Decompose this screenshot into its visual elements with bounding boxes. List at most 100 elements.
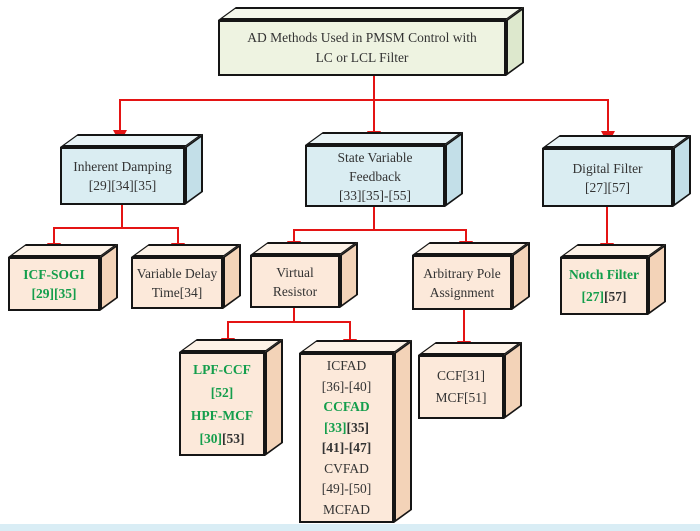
box-front-face: CCF[31] MCF[51] bbox=[418, 355, 504, 419]
ref-black: [35] bbox=[346, 419, 370, 435]
node-label: CCF[31] bbox=[436, 368, 485, 383]
node-label: LPF-CCF bbox=[193, 362, 251, 377]
connector-drop-lpf bbox=[227, 321, 229, 339]
node-refs: [52] bbox=[210, 385, 234, 400]
node-root: AD Methods Used in PMSM Control with LC … bbox=[218, 6, 524, 77]
bottom-border-strip bbox=[0, 524, 700, 531]
connector-drop-fad bbox=[349, 321, 351, 340]
connector-virtual-stem bbox=[293, 308, 295, 322]
box-side-face bbox=[185, 133, 203, 205]
connector-virtual-bus bbox=[227, 321, 351, 323]
box-side-face bbox=[504, 341, 522, 419]
node-label: MCFAD bbox=[322, 501, 370, 517]
node-label: Assignment bbox=[429, 284, 495, 300]
box-front-face: AD Methods Used in PMSM Control with LC … bbox=[218, 20, 506, 76]
node-refs: [33][35]-[55] bbox=[339, 187, 411, 203]
node-refs: [29][34][35] bbox=[88, 178, 157, 193]
ref-green: [30] bbox=[199, 431, 223, 446]
box-top-face bbox=[218, 7, 524, 20]
ref-black: [57] bbox=[604, 289, 627, 304]
node-label: CCFAD bbox=[323, 399, 370, 414]
node-root-label-line2: LC or LCL Filter bbox=[315, 50, 409, 65]
connector-drop-delay bbox=[177, 227, 179, 244]
node-label: ICFAD bbox=[326, 358, 367, 373]
box-front-face: ICF-SOGI [29][35] bbox=[8, 257, 100, 311]
node-variable-delay-time: Variable Delay Time[34] bbox=[131, 243, 241, 309]
node-refs: [49]-[50] bbox=[321, 481, 372, 496]
node-label: Digital Filter bbox=[572, 160, 643, 176]
box-front-face: Inherent Damping [29][34][35] bbox=[60, 147, 185, 205]
node-refs: Time[34] bbox=[151, 285, 203, 300]
connector-inherent-stem bbox=[121, 205, 123, 228]
node-ccf-mcf: CCF[31] MCF[51] bbox=[418, 341, 522, 419]
node-label: Inherent Damping bbox=[73, 159, 172, 174]
box-side-face bbox=[648, 243, 666, 315]
box-side-face bbox=[100, 243, 118, 311]
connector-drop-inherent bbox=[119, 99, 121, 131]
node-label: HPF-MCF bbox=[190, 408, 254, 423]
node-refs: [30][53] bbox=[200, 427, 245, 450]
connector-drop-digital bbox=[607, 99, 609, 132]
node-fad-methods: ICFAD [36]-[40] CCFAD [33][35] [41]-[47]… bbox=[299, 339, 412, 523]
connector-level2-bus bbox=[119, 99, 609, 101]
node-refs: [41]-[47] bbox=[321, 440, 372, 455]
node-state-variable-feedback: State Variable Feedback [33][35]-[55] bbox=[305, 131, 463, 207]
connector-statevar-bus bbox=[293, 229, 467, 231]
node-refs: [36]-[40] bbox=[321, 378, 372, 394]
node-icf-sogi: ICF-SOGI [29][35] bbox=[8, 243, 118, 311]
node-arbitrary-pole-assignment: Arbitrary Pole Assignment bbox=[412, 241, 530, 310]
box-side-face bbox=[394, 339, 412, 523]
node-inherent-damping: Inherent Damping [29][34][35] bbox=[60, 133, 203, 205]
connector-pole-stem bbox=[463, 310, 465, 342]
node-refs: [27][57] bbox=[582, 286, 627, 308]
connector-drop-sogi bbox=[53, 227, 55, 244]
box-side-face bbox=[445, 131, 463, 207]
box-front-face: LPF-CCF [52] HPF-MCF [30][53] bbox=[179, 352, 265, 456]
box-front-face: Digital Filter [27][57] bbox=[542, 148, 673, 207]
box-side-face bbox=[512, 241, 530, 310]
node-digital-filter: Digital Filter [27][57] bbox=[542, 134, 691, 207]
ref-green: [27] bbox=[581, 289, 605, 304]
node-label: ICF-SOGI bbox=[23, 267, 85, 282]
node-label: CVFAD bbox=[324, 460, 369, 476]
node-label: Virtual bbox=[276, 264, 314, 280]
node-virtual-resistor: Virtual Resistor bbox=[250, 241, 358, 308]
node-label: Variable Delay bbox=[136, 266, 218, 281]
node-label: Notch Filter bbox=[568, 267, 640, 282]
box-front-face: Virtual Resistor bbox=[250, 255, 340, 308]
box-top-face bbox=[60, 134, 203, 147]
connector-inherent-bus bbox=[53, 227, 179, 229]
node-refs: [27][57] bbox=[585, 179, 630, 195]
node-refs: [33][35] bbox=[324, 418, 369, 439]
node-root-label-line1: AD Methods Used in PMSM Control with bbox=[247, 30, 477, 45]
box-side-face bbox=[223, 243, 241, 309]
node-label: MCF[51] bbox=[435, 390, 487, 405]
box-side-face bbox=[265, 338, 283, 456]
node-label: Feedback bbox=[349, 168, 401, 184]
ref-black: [53] bbox=[222, 431, 245, 446]
box-front-face: Variable Delay Time[34] bbox=[131, 257, 223, 309]
box-side-face bbox=[673, 134, 691, 207]
box-side-face bbox=[340, 241, 358, 308]
node-label: Resistor bbox=[272, 283, 318, 299]
node-label: State Variable bbox=[337, 149, 413, 165]
connector-drop-pole bbox=[465, 229, 467, 242]
box-front-face: State Variable Feedback [33][35]-[55] bbox=[305, 145, 445, 207]
node-label: Arbitrary Pole bbox=[423, 265, 501, 281]
connector-drop-virtual bbox=[293, 229, 295, 242]
box-top-face bbox=[305, 132, 463, 145]
connector-digital-stem bbox=[606, 207, 608, 244]
node-notch-filter: Notch Filter [27][57] bbox=[560, 243, 666, 315]
node-refs: [29][35] bbox=[31, 286, 77, 301]
connector-root-stem bbox=[373, 76, 375, 100]
box-front-face: ICFAD [36]-[40] CCFAD [33][35] [41]-[47]… bbox=[299, 353, 394, 523]
node-lpf-ccf-hpf-mcf: LPF-CCF [52] HPF-MCF [30][53] bbox=[179, 338, 283, 456]
box-front-face: Notch Filter [27][57] bbox=[560, 257, 648, 315]
connector-statevar-stem bbox=[373, 207, 375, 230]
box-side-face bbox=[506, 6, 524, 77]
ref-green: [33] bbox=[324, 419, 347, 435]
box-top-face bbox=[412, 242, 530, 255]
box-front-face: Arbitrary Pole Assignment bbox=[412, 255, 512, 310]
connector-drop-statevar bbox=[373, 99, 375, 132]
